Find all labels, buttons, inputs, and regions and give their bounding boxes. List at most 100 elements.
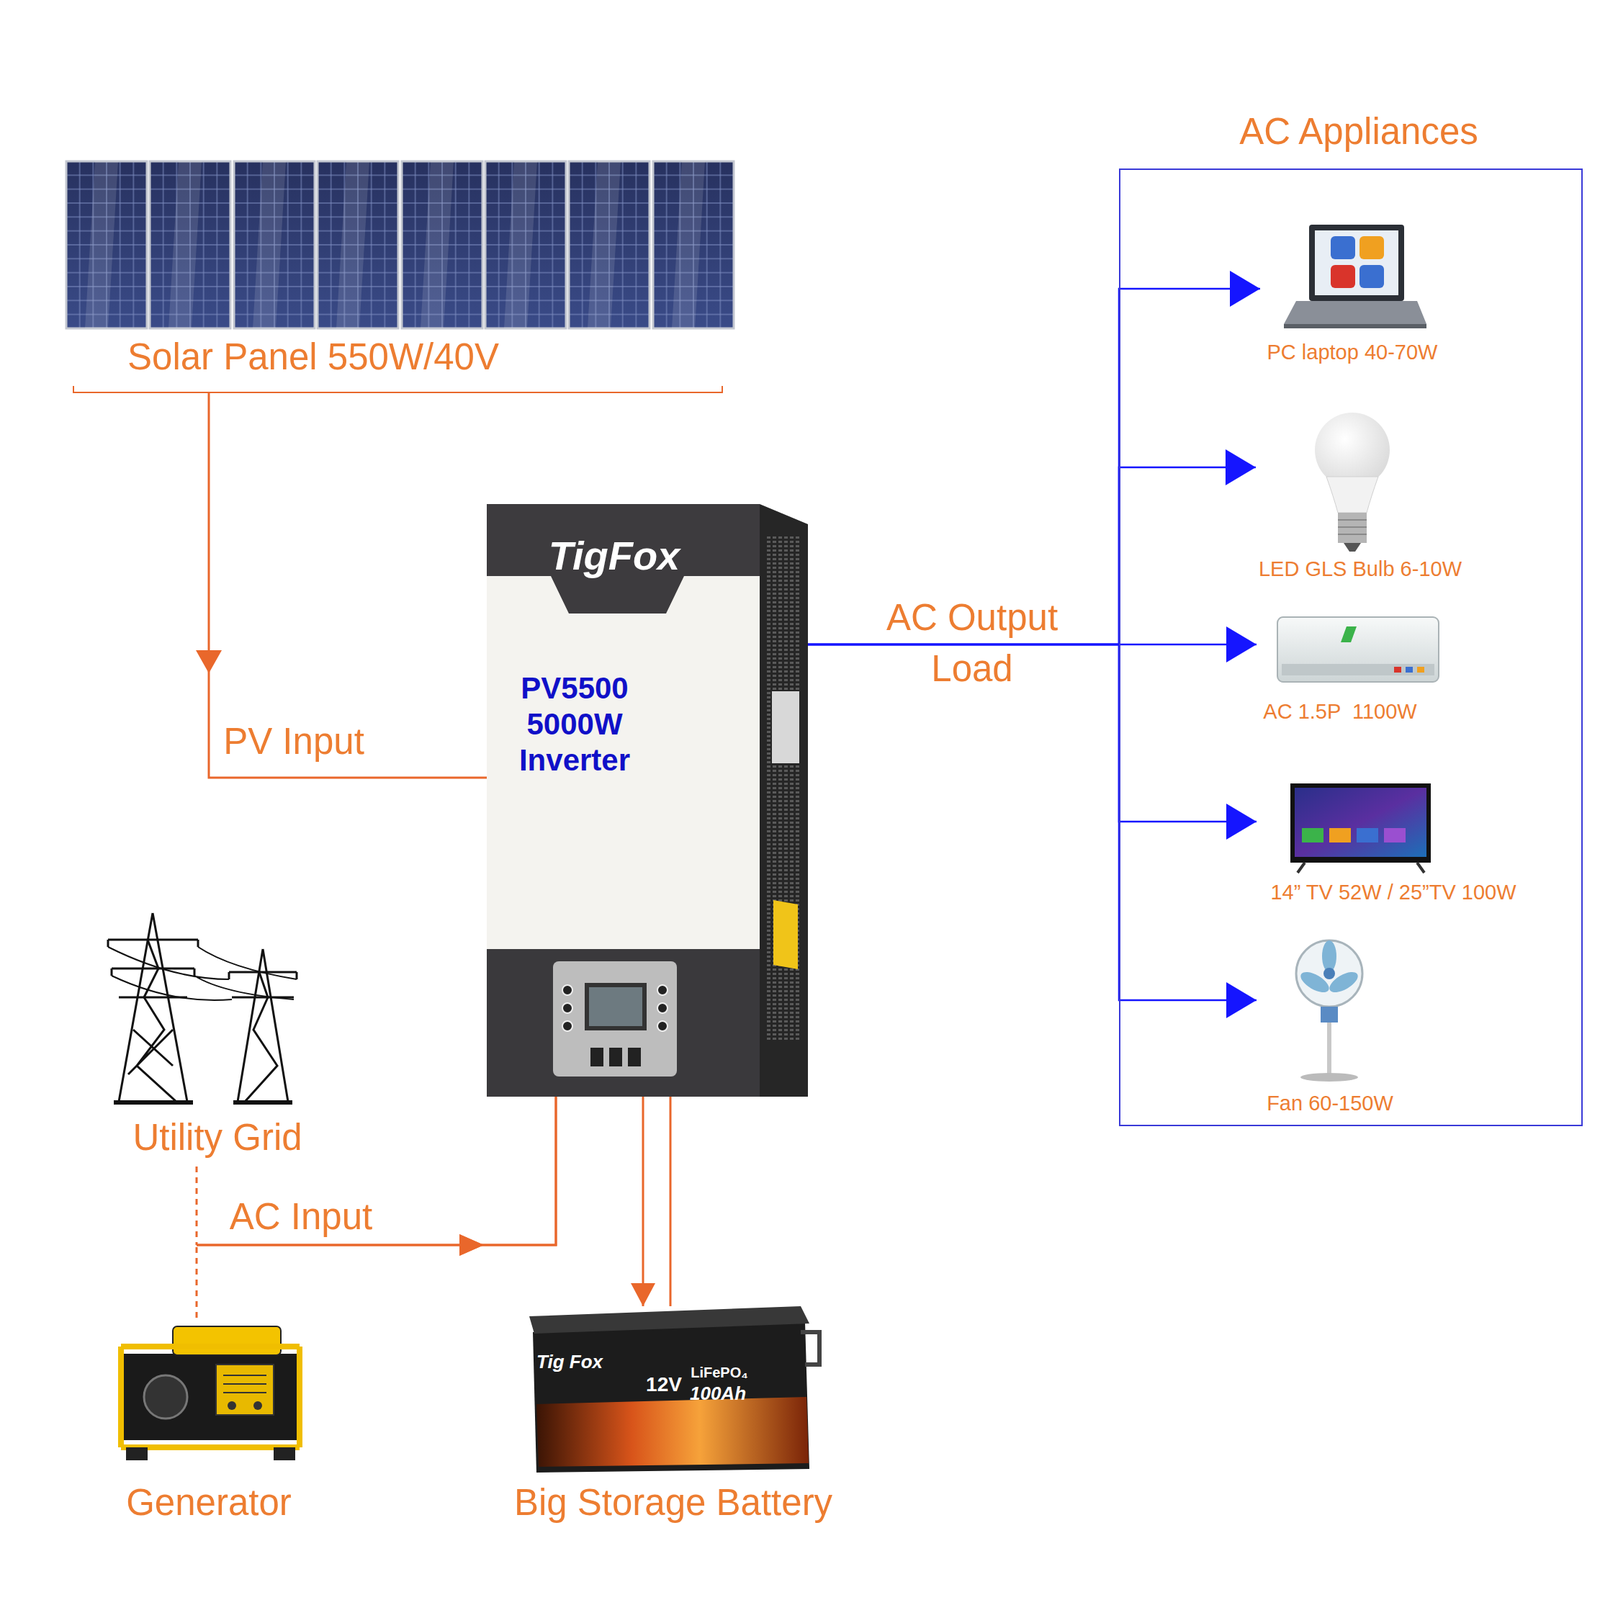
fan-icon-part: [1300, 1072, 1359, 1082]
node-text: Solar Panel 550W/40V: [127, 336, 500, 379]
illustration-part-part: [653, 161, 734, 329]
connector: [630, 1096, 671, 1307]
battery-body-part: [536, 1396, 809, 1467]
appliance-group: AC AppliancesPC laptop 40-70WLED GLS Bul…: [1118, 168, 1583, 1127]
connector: [807, 644, 1257, 840]
inverter-body-part: [773, 900, 798, 970]
inverter-body-part: [657, 1003, 668, 1014]
air-conditioner-icon-part: [1281, 663, 1435, 676]
tv-icon-part: [1356, 828, 1379, 843]
tv-icon-part: [1329, 828, 1351, 843]
dashed-wire: [195, 1245, 199, 1318]
inverter-body-part: [771, 691, 800, 764]
illustration-part-part: [317, 161, 399, 329]
television: 14” TV 52W / 25”TV 100W: [1256, 777, 1531, 908]
illustration-part: [317, 161, 399, 329]
generator-icon-part: [123, 1353, 297, 1441]
bulb-icon-part: [1314, 412, 1390, 488]
inverter-body-part: [584, 982, 647, 1031]
bulb-icon-part: [1326, 476, 1379, 513]
wire: [669, 1096, 672, 1307]
illustration-part-part: [66, 161, 147, 329]
power-towers-part: [244, 972, 278, 1102]
node-text: TigFox: [548, 532, 681, 579]
generator-icon-part: [223, 1375, 267, 1393]
air-conditioner: AC 1.5P 1100W: [1256, 608, 1448, 728]
inverter-body-part: [759, 504, 808, 1097]
illustration-part-part: [252, 161, 286, 329]
laptop-icon-part: [1283, 300, 1427, 325]
wire: [208, 392, 487, 778]
laptop: PC laptop 40-70W: [1260, 219, 1448, 371]
node-text: 14” TV 52W / 25”TV 100W: [1270, 880, 1516, 905]
utility-grid: Utility Grid: [113, 907, 322, 1167]
laptop-icon: [1283, 224, 1427, 329]
arrow-head: [1226, 803, 1257, 840]
node-text: Tig Fox: [536, 1351, 603, 1374]
tv-icon: [1290, 783, 1431, 873]
bulb-icon-part: [1343, 542, 1361, 552]
led-bulb: LED GLS Bulb 6-10W: [1255, 406, 1467, 584]
illustration-part-part: [234, 161, 315, 329]
inverter-body-part: [553, 961, 677, 1077]
solar-panel-array: Solar Panel 550W/40V: [66, 161, 735, 393]
fan-icon-part: [1327, 1022, 1332, 1075]
laptop-icon-part: [1330, 236, 1356, 260]
generator-icon-part: [172, 1326, 281, 1356]
node-text: AC Appliances: [1239, 110, 1479, 154]
storage-battery: Tig Fox12VLiFePO₄100AhBig Storage Batter…: [507, 1306, 839, 1523]
illustration-part-part: [234, 161, 315, 329]
node-text: PV5500 5000W Inverter: [499, 670, 651, 779]
illustration-part-part: [485, 161, 566, 329]
generator-icon-part: [120, 1346, 300, 1448]
air-conditioner-icon-part: [1277, 617, 1439, 682]
node-text: Fan 60-150W: [1266, 1091, 1394, 1116]
panel-bracket: [73, 385, 723, 393]
arrow-head: [459, 1234, 484, 1256]
inverter-body-part: [562, 1021, 573, 1032]
generator-icon-part: [144, 1375, 188, 1419]
air-conditioner-icon-part: [1417, 666, 1425, 673]
wire: [642, 1096, 645, 1307]
node-text: LED GLS Bulb 6-10W: [1258, 557, 1462, 582]
illustration-part: [66, 161, 147, 329]
panel-bracket-part: [73, 385, 723, 393]
arrow-head: [1229, 270, 1261, 307]
illustration-part-part: [401, 161, 483, 329]
power-towers-part: [108, 946, 297, 1001]
arrow-head: [1226, 982, 1257, 1019]
wire: [807, 644, 1257, 1001]
connector: [807, 270, 1261, 645]
bulb-icon: [1314, 412, 1390, 552]
node-text: 12V: [645, 1373, 682, 1397]
dashed-wire: [195, 1166, 199, 1246]
inverter-body-part: [766, 536, 801, 1041]
inverter-body-part: [486, 504, 760, 614]
generator-icon-part: [253, 1401, 263, 1410]
fan-icon-part: [1322, 940, 1337, 973]
bulb-icon-part: [1337, 519, 1367, 535]
generator-icon-part: [273, 1447, 296, 1461]
illustration-part: [401, 161, 483, 329]
illustration-part-part: [336, 161, 370, 329]
laptop-icon-part: [1283, 324, 1427, 329]
arrow-head: [630, 1283, 656, 1307]
illustration-part: [149, 161, 231, 329]
node-text: PC laptop 40-70W: [1267, 340, 1438, 365]
inverter-body-part: [562, 1003, 573, 1014]
arrow-head: [1225, 449, 1256, 486]
air-conditioner-icon-part: [1340, 626, 1357, 643]
bulb-icon-part: [1337, 512, 1367, 543]
connector: [195, 392, 487, 778]
air-conditioner-icon: [1277, 617, 1439, 682]
battery-body: [529, 1306, 820, 1473]
laptop-icon-part: [1309, 224, 1405, 301]
power-towers-part: [128, 939, 177, 1102]
tv-icon-part: [1301, 828, 1324, 843]
generator-icon-part: [126, 1447, 148, 1461]
arrow-head: [459, 1234, 484, 1256]
laptop-icon-part: [1359, 264, 1384, 289]
edge-label: AC Output Load: [864, 591, 1081, 695]
